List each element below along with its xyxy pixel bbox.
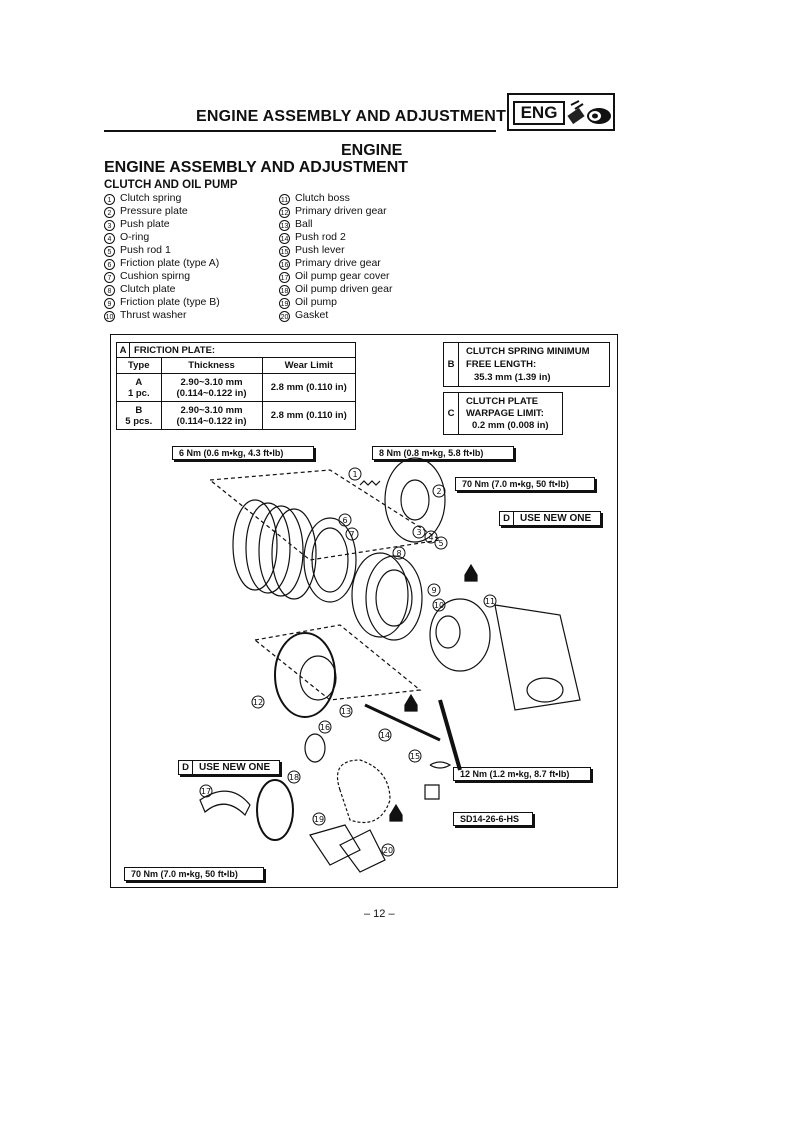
svg-text:19: 19 (314, 815, 324, 824)
section-title: ENGINE (341, 142, 403, 159)
push-rod (364, 703, 441, 742)
svg-text:12: 12 (253, 698, 263, 707)
table-title: FRICTION PLATE: (129, 342, 356, 358)
table-header: Thickness (160, 357, 263, 374)
svg-text:10: 10 (434, 601, 444, 610)
section-tab-label: ENG (513, 101, 565, 125)
svg-text:13: 13 (341, 707, 351, 716)
callout-numbers: 1 2 3 4 5 6 7 8 9 10 11 12 13 14 15 16 1… (199, 467, 497, 857)
svg-text:17: 17 (201, 787, 211, 796)
section-tab: ENG (507, 93, 615, 131)
clutch-exploded-diagram: 1 2 3 4 5 6 7 8 9 10 11 12 13 14 15 16 1… (199, 457, 581, 873)
oil-pump (309, 824, 361, 866)
svg-text:7: 7 (349, 530, 354, 539)
header-title: ENGINE ASSEMBLY AND ADJUSTMENT (196, 108, 507, 125)
torque-label: 8 Nm (0.8 m•kg, 5.8 ft•lb) (372, 446, 514, 460)
svg-text:9: 9 (431, 586, 436, 595)
clutch-spring (359, 480, 381, 486)
torque-label: 70 Nm (7.0 m•kg, 50 ft•lb) (124, 867, 264, 881)
torque-label: 6 Nm (0.6 m•kg, 4.3 ft•lb) (172, 446, 314, 460)
svg-text:6: 6 (342, 516, 347, 525)
svg-text:14: 14 (380, 731, 390, 740)
oil-pump-cover (199, 790, 251, 817)
svg-text:16: 16 (320, 723, 330, 732)
guide-plane (208, 469, 442, 561)
friction-plate-a (303, 517, 357, 603)
oil-pump-driven-gear (256, 779, 294, 841)
clutch-plate (351, 552, 409, 638)
header-rule (104, 130, 496, 132)
svg-text:15: 15 (410, 752, 420, 761)
subsection-title: CLUTCH AND OIL PUMP (104, 179, 238, 191)
engine-icon (567, 100, 611, 125)
friction-plate-stack (232, 499, 278, 591)
guide-plane (253, 624, 422, 701)
sealant-label: SD14-26-6-HS (453, 812, 533, 826)
svg-text:11: 11 (485, 597, 495, 606)
svg-text:1: 1 (352, 470, 357, 479)
figure-frame (110, 334, 618, 888)
table-header: Type (116, 357, 162, 374)
use-new-one-badge: D USE NEW ONE (499, 511, 601, 526)
push-lever-inset (494, 604, 581, 711)
table-header: Wear Limit (261, 357, 357, 374)
torque-label: 70 Nm (7.0 m•kg, 50 ft•lb) (455, 477, 595, 491)
svg-text:5: 5 (438, 539, 443, 548)
friction-plate-table: A FRICTION PLATE: Type Thickness Wear Li… (116, 342, 357, 430)
torque-label: 12 Nm (1.2 m•kg, 8.7 ft•lb) (453, 767, 591, 781)
clutch-boss (429, 598, 491, 672)
svg-text:3: 3 (416, 528, 421, 537)
svg-text:4: 4 (428, 533, 433, 542)
svg-text:18: 18 (289, 773, 299, 782)
spring-spec-box: B CLUTCH SPRING MINIMUM FREE LENGTH: 35.… (443, 342, 610, 387)
use-new-one-badge: D USE NEW ONE (178, 760, 280, 775)
primary-drive-gear (304, 733, 326, 763)
plate-spec-box: C CLUTCH PLATE WARPAGE LIMIT: 0.2 mm (0.… (443, 392, 563, 435)
table-tag: A (116, 342, 130, 358)
svg-text:2: 2 (436, 487, 441, 496)
pressure-plate (384, 457, 446, 543)
primary-driven-gear (274, 632, 336, 718)
page-number: – 12 – (364, 908, 395, 920)
push-lever (438, 699, 462, 771)
section-subtitle: ENGINE ASSEMBLY AND ADJUSTMENT (104, 159, 409, 176)
svg-text:8: 8 (396, 549, 401, 558)
svg-text:20: 20 (383, 846, 393, 855)
gasket (339, 829, 386, 873)
